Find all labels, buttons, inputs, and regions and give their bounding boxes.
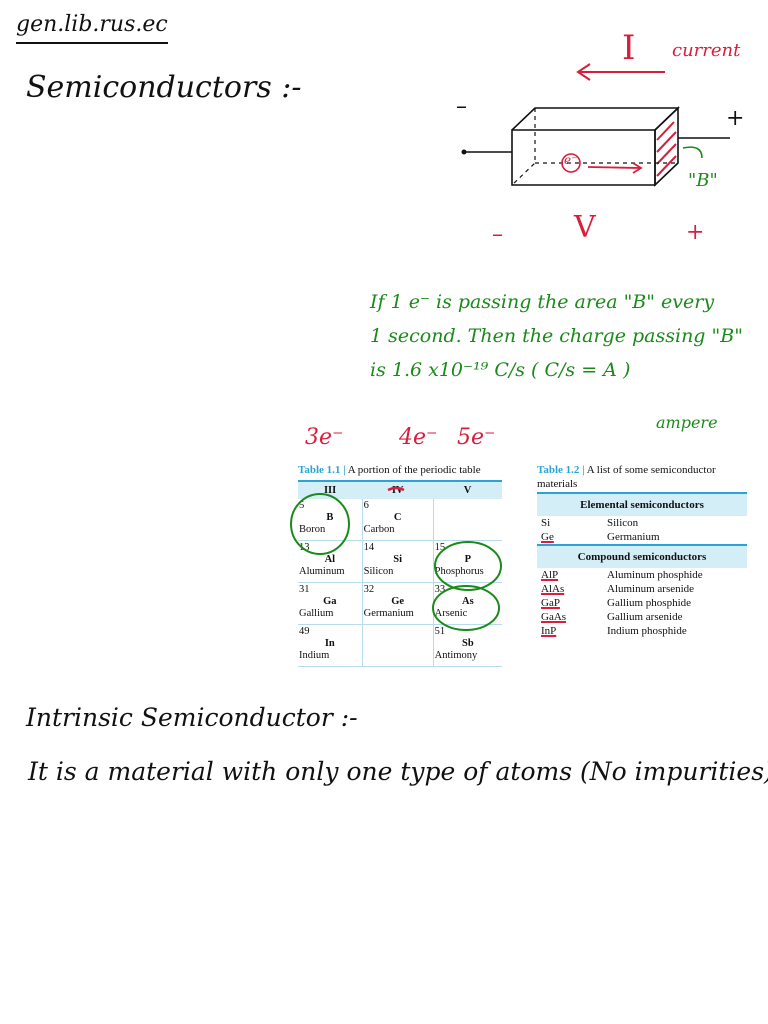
intrinsic-definition: It is a material with only one type of a… <box>28 757 768 786</box>
source-link[interactable]: gen.lib.rus.ec <box>16 12 168 37</box>
valence-five: 5e⁻ <box>457 425 496 450</box>
column-header: IV <box>362 480 434 499</box>
section-title-semiconductors: Semiconductors :- <box>26 70 302 105</box>
arsenic-circle <box>432 585 500 631</box>
electron-circle <box>561 153 581 173</box>
plus-terminal: + <box>726 106 745 131</box>
electron-arrow <box>587 166 641 169</box>
area-b-hatching <box>656 121 677 177</box>
note-line-3: is 1.6 x10⁻¹⁹ C/s ( C/s = A ) <box>370 359 631 381</box>
element-cell-empty <box>432 499 502 541</box>
element-cell-empty <box>361 624 434 667</box>
phosphorus-circle <box>434 541 502 591</box>
current-symbol: I <box>622 28 636 68</box>
bar-hidden-edges <box>511 108 536 186</box>
charge-note: If 1 e⁻ is passing the area "B" every 1 … <box>370 285 760 432</box>
note-line-1: If 1 e⁻ is passing the area "B" every <box>370 291 715 313</box>
bar-end-face <box>654 106 679 187</box>
table-annotations <box>290 486 502 631</box>
minus-terminal: – <box>456 94 467 119</box>
column-header: V <box>433 480 502 499</box>
table-1-1-caption: Table 1.1 | A portion of the periodic ta… <box>298 464 481 476</box>
voltage-minus: – <box>492 222 503 247</box>
current-label: current <box>672 40 741 61</box>
note-line-2: 1 second. Then the charge passing "B" <box>370 325 743 347</box>
boron-circle <box>290 493 350 555</box>
electron-label: e⁻ <box>564 153 578 167</box>
area-b-pointer <box>682 146 703 159</box>
bar-top-face <box>511 107 680 131</box>
area-b-label: "B" <box>688 170 718 191</box>
table-1-2-caption: Table 1.2 | A list of some semiconductor… <box>537 464 716 490</box>
valence-four: 4e⁻ <box>399 425 438 450</box>
valence-three: 3e⁻ <box>305 425 344 450</box>
ampere-label: ampere <box>656 413 718 432</box>
voltage-symbol: V <box>574 210 596 245</box>
compound-header: Compound semiconductors <box>537 544 747 568</box>
source-link-underline <box>16 42 168 44</box>
elemental-header: Elemental semiconductors <box>537 492 747 516</box>
conductor-bar-drawing <box>461 63 730 187</box>
current-diagram: I current – + e⁻ "B" – V + <box>440 28 760 250</box>
section-title-intrinsic: Intrinsic Semiconductor :- <box>26 703 358 732</box>
current-arrow-head <box>576 63 591 81</box>
iv-column-mark <box>387 486 405 492</box>
bar-front-face <box>511 129 656 186</box>
voltage-plus: + <box>686 220 705 245</box>
